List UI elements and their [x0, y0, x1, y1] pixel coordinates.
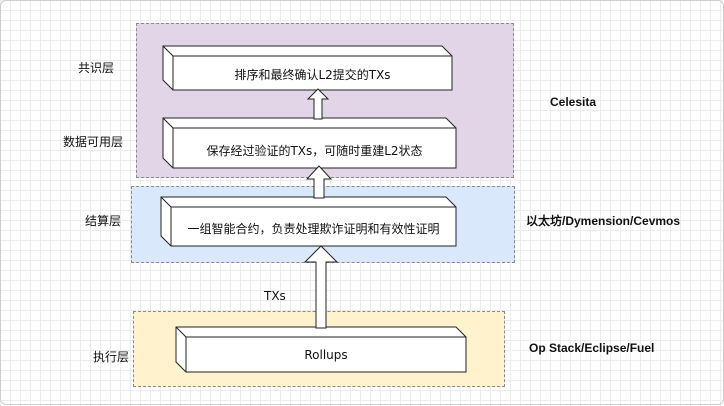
arrow-up-icon [303, 245, 339, 329]
provider-label-da: Celesita [550, 95, 597, 109]
layer-label-data-availability: 数据可用层 [63, 135, 124, 149]
layer-label-consensus: 共识层 [78, 61, 115, 75]
consensus-box [162, 45, 453, 91]
arrow-up-icon [306, 88, 330, 120]
arrow-label-txs: TXs [264, 289, 286, 303]
settlement-box-text: 一组智能合约，负责处理欺诈证明和有效性证明 [187, 222, 440, 236]
layer-label-execution: 执行层 [93, 350, 130, 364]
data-availability-box [162, 117, 457, 169]
execution-box [175, 326, 467, 373]
settlement-box [160, 196, 457, 247]
arrow-up-icon [305, 165, 333, 199]
execution-box-text: Rollups [304, 348, 348, 362]
layer-label-settlement: 结算层 [85, 214, 122, 228]
provider-label-settlement: 以太坊/Dymension/Cevmos [526, 214, 681, 228]
data-availability-box-text: 保存经过验证的TXs，可随时重建L2状态 [206, 144, 423, 158]
consensus-box-text: 排序和最终确认L2提交的TXs [234, 68, 391, 82]
provider-label-execution: Op Stack/Eclipse/Fuel [529, 341, 655, 355]
